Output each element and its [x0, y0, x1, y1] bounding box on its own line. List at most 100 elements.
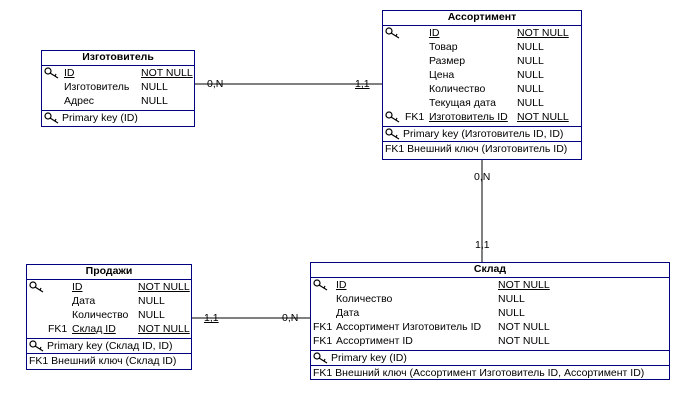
attribute-row[interactable]: FK1 Изготовитель ID NOT NULL	[383, 110, 581, 124]
attribute-list: ID NOT NULL Дата NULL Количество NULL FK…	[27, 280, 191, 339]
entity-warehouse[interactable]: Склад ID NOT NULL Количество NULL Дата N…	[310, 262, 670, 380]
key-icon	[29, 340, 44, 352]
attribute-row[interactable]: ID NOT NULL	[383, 26, 581, 40]
attribute-name: Цена	[429, 69, 455, 81]
attribute-row[interactable]: Дата NULL	[311, 306, 669, 320]
cardinality-warehouse-left: 0,N	[282, 312, 299, 324]
attribute-row[interactable]: Дата NULL	[27, 294, 191, 308]
primary-key-label: Primary key (ID)	[331, 352, 407, 364]
key-icon	[44, 112, 59, 124]
attribute-name: Текущая дата	[429, 97, 496, 109]
attribute-name: ID	[72, 281, 83, 293]
attribute-type: NULL	[517, 97, 544, 109]
entity-title: Склад	[311, 263, 669, 278]
foreign-key-marker: FK1	[313, 321, 333, 333]
attribute-row[interactable]: ID NOT NULL	[311, 278, 669, 292]
attribute-list: ID NOT NULL Количество NULL Дата NULL FK…	[311, 278, 669, 351]
attribute-type: NOT NULL	[498, 279, 550, 291]
primary-key-row: Primary key (Изготовитель ID, ID)	[383, 127, 581, 142]
attribute-list: ID NOT NULL Изготовитель NULL Адрес NULL	[42, 66, 194, 111]
attribute-row[interactable]: FK1 Ассортимент ID NOT NULL	[311, 334, 669, 348]
attribute-name: Количество	[336, 293, 393, 305]
primary-key-label: Primary key (Склад ID, ID)	[47, 340, 173, 352]
key-icon	[385, 27, 400, 39]
attribute-type: NOT NULL	[517, 27, 569, 39]
foreign-key-marker: FK1	[313, 335, 333, 347]
attribute-type: NULL	[138, 295, 165, 307]
foreign-key-row: FK1 Внешний ключ (Изготовитель ID)	[385, 143, 568, 155]
cardinality-sales: 1,1	[204, 312, 219, 324]
attribute-row[interactable]: Количество NULL	[311, 292, 669, 306]
attribute-row[interactable]: FK1 Ассортимент Изготовитель ID NOT NULL	[311, 320, 669, 334]
attribute-type: NULL	[498, 307, 525, 319]
key-icon	[385, 128, 400, 140]
attribute-type: NULL	[517, 41, 544, 53]
attribute-type: NOT NULL	[138, 323, 190, 335]
foreign-key-marker: FK1	[48, 323, 68, 335]
attribute-row[interactable]: FK1 Склад ID NOT NULL	[27, 322, 191, 336]
attribute-name: Размер	[429, 55, 466, 67]
primary-key-label: Primary key (Изготовитель ID, ID)	[403, 128, 564, 140]
attribute-row[interactable]: ID NOT NULL	[27, 280, 191, 294]
attribute-row[interactable]: Количество NULL	[383, 82, 581, 96]
primary-key-row: Primary key (ID)	[42, 111, 194, 125]
attribute-type: NOT NULL	[517, 111, 569, 123]
attribute-row[interactable]: Адрес NULL	[42, 94, 194, 108]
primary-key-row: Primary key (ID)	[311, 351, 669, 366]
primary-key-label: Primary key (ID)	[62, 112, 138, 124]
entity-title: Продажи	[27, 265, 191, 280]
entity-assortment[interactable]: Ассортимент ID NOT NULL Товар NULL Разме…	[382, 10, 582, 160]
cardinality-manufacturer: 0,N	[207, 78, 224, 90]
attribute-row[interactable]: Текущая дата NULL	[383, 96, 581, 110]
attribute-type: NULL	[141, 95, 168, 107]
attribute-name: Дата	[336, 307, 360, 319]
attribute-row[interactable]: Размер NULL	[383, 54, 581, 68]
attribute-type: NULL	[138, 309, 165, 321]
entity-title: Ассортимент	[383, 11, 581, 26]
attribute-type: NOT NULL	[138, 281, 190, 293]
attribute-row[interactable]: Изготовитель NULL	[42, 80, 194, 94]
key-icon	[313, 352, 328, 364]
attribute-type: NOT NULL	[498, 335, 550, 347]
attribute-type: NOT NULL	[498, 321, 550, 333]
key-icon	[385, 111, 400, 123]
attribute-name: ID	[336, 279, 347, 291]
cardinality-warehouse-top: 1,1	[475, 239, 490, 251]
attribute-type: NULL	[517, 55, 544, 67]
attribute-name: ID	[429, 27, 440, 39]
attribute-name: Ассортимент ID	[336, 335, 413, 347]
attribute-name: Товар	[429, 41, 458, 53]
entity-manufacturer[interactable]: Изготовитель ID NOT NULL Изготовитель NU…	[41, 50, 195, 127]
attribute-row[interactable]: Товар NULL	[383, 40, 581, 54]
key-icon	[29, 281, 44, 293]
attribute-type: NULL	[517, 83, 544, 95]
cardinality-assortment: 1,1	[355, 78, 370, 90]
attribute-row[interactable]: ID NOT NULL	[42, 66, 194, 80]
attribute-name: Ассортимент Изготовитель ID	[336, 321, 482, 333]
primary-key-row: Primary key (Склад ID, ID)	[27, 339, 191, 354]
attribute-type: NULL	[498, 293, 525, 305]
foreign-key-row: FK1 Внешний ключ (Ассортимент Изготовите…	[313, 367, 645, 379]
attribute-type: NULL	[517, 69, 544, 81]
attribute-row[interactable]: Цена NULL	[383, 68, 581, 82]
attribute-name: Склад ID	[72, 323, 116, 335]
attribute-name: Количество	[72, 309, 129, 321]
attribute-list: ID NOT NULL Товар NULL Размер NULL Цена …	[383, 26, 581, 127]
attribute-row[interactable]: Количество NULL	[27, 308, 191, 322]
attribute-name: Изготовитель ID	[429, 111, 508, 123]
cardinality-assortment-bottom: 0,N	[474, 171, 491, 183]
foreign-key-row: FK1 Внешний ключ (Склад ID)	[29, 355, 177, 367]
attribute-name: ID	[64, 67, 75, 79]
key-icon	[313, 279, 328, 291]
attribute-name: Дата	[72, 295, 96, 307]
attribute-type: NULL	[141, 81, 168, 93]
attribute-name: Адрес	[64, 95, 95, 107]
attribute-name: Изготовитель	[64, 81, 130, 93]
foreign-key-marker: FK1	[405, 111, 425, 123]
key-icon	[44, 67, 59, 79]
entity-sales[interactable]: Продажи ID NOT NULL Дата NULL Количество…	[26, 264, 192, 370]
entity-title: Изготовитель	[42, 51, 194, 66]
attribute-type: NOT NULL	[141, 67, 193, 79]
attribute-name: Количество	[429, 83, 486, 95]
